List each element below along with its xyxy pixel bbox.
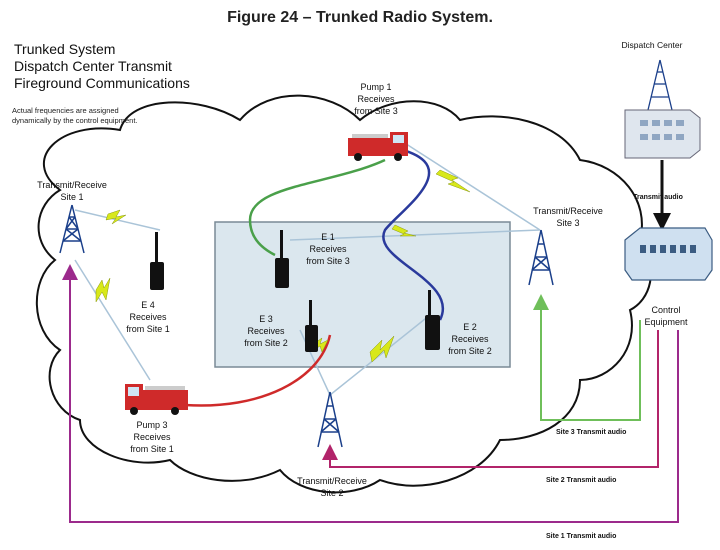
site3-label: Transmit/Receive (533, 206, 603, 216)
pump1-label: Receives (357, 94, 395, 104)
pump3-label: Pump 3 (136, 420, 167, 430)
site1-audio-link (62, 264, 679, 523)
signal-line (329, 314, 431, 396)
radio-icon (150, 232, 164, 290)
site2-audio-link (322, 330, 659, 468)
radio-icon (275, 230, 289, 288)
pump1-path (382, 146, 444, 321)
e2-label: from Site 2 (448, 346, 492, 356)
e1-path (248, 158, 386, 257)
control-equipment-icon (624, 227, 713, 281)
e1-label: from Site 3 (306, 256, 350, 266)
fire-truck-icon (348, 132, 408, 161)
site3-audio-link (533, 294, 641, 421)
site1-label: Site 1 (60, 192, 83, 202)
tower-icon (317, 391, 343, 448)
dispatch-building-icon (624, 59, 701, 159)
note-line: dynamically by the control equipment. (12, 116, 137, 125)
control-equipment-label: Control (651, 305, 680, 315)
site2-label: Site 2 (320, 488, 343, 498)
pump3-label: from Site 1 (130, 444, 174, 454)
tower-icon (528, 229, 554, 286)
signal-line (399, 139, 541, 231)
e3-label: E 3 (259, 314, 273, 324)
site3-label: Site 3 (556, 218, 579, 228)
pump3-path (184, 334, 332, 407)
site3-audio-label: Site 3 Transmit audio (556, 429, 626, 436)
system-title-line: Trunked System (14, 41, 115, 57)
control-equipment-label: Equipment (644, 317, 688, 327)
bolt-icon (95, 169, 471, 363)
e2-label: E 2 (463, 322, 477, 332)
e4-label: from Site 1 (126, 324, 170, 334)
dispatch-center-label: Dispatch Center (622, 40, 683, 50)
transmit-audio-label: Transmit audio (633, 194, 683, 201)
fireground-area (214, 221, 511, 368)
signal-line (74, 259, 151, 381)
e3-label: Receives (247, 326, 285, 336)
figure-title: Figure 24 – Trunked Radio System. (227, 9, 493, 26)
site1-label: Transmit/Receive (37, 180, 107, 190)
e3-label: from Site 2 (244, 338, 288, 348)
site2-label: Transmit/Receive (297, 476, 367, 486)
fire-truck-icon (125, 384, 188, 415)
tower-icon (59, 204, 85, 254)
pump1-label: from Site 3 (354, 106, 398, 116)
radio-icon (305, 300, 318, 352)
system-title-line: Dispatch Center Transmit (14, 58, 172, 74)
e4-label: E 4 (141, 300, 155, 310)
signal-line (289, 229, 541, 241)
pump3-label: Receives (133, 432, 171, 442)
site1-audio-label: Site 1 Transmit audio (546, 533, 616, 540)
note-line: Actual frequencies are assigned (12, 106, 119, 115)
radio-icon (425, 290, 440, 350)
site2-audio-label: Site 2 Transmit audio (546, 477, 616, 484)
e4-label: Receives (129, 312, 167, 322)
e1-label: E 1 (321, 232, 335, 242)
e2-label: Receives (451, 334, 489, 344)
pump1-label: Pump 1 (360, 82, 391, 92)
system-title-line: Fireground Communications (14, 75, 190, 91)
e1-label: Receives (309, 244, 347, 254)
